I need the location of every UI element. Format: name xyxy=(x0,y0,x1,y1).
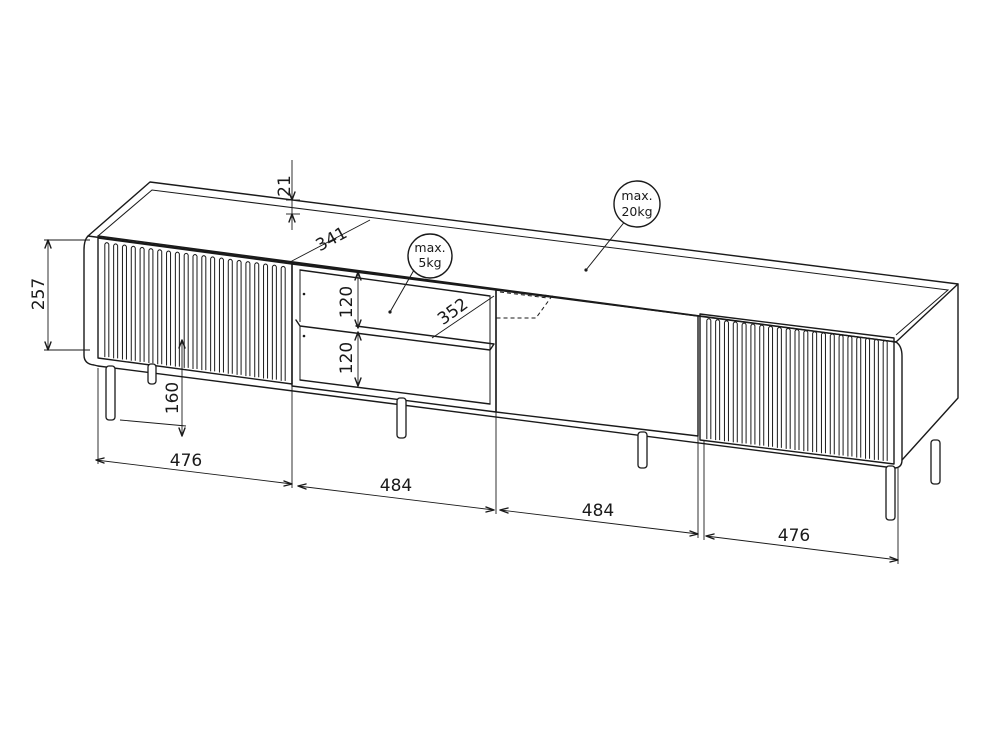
dim-shelf-depth: 352 xyxy=(434,294,472,329)
dim-width-mid-left: 484 xyxy=(380,476,412,496)
door-slat xyxy=(271,264,277,380)
load-callout-top: max. 20kg xyxy=(584,180,661,272)
door-slat xyxy=(148,248,154,364)
right-door-slats xyxy=(706,318,888,461)
door-slat xyxy=(218,257,224,373)
load-callout-shelf: max. 5kg xyxy=(388,233,453,314)
door-slat xyxy=(776,326,782,448)
load-top-line2: 20kg xyxy=(621,204,652,219)
door-slat xyxy=(715,319,721,441)
door-slat xyxy=(873,338,879,460)
flap-open-outline xyxy=(495,289,553,319)
door-slat xyxy=(210,256,216,372)
right-end-panel xyxy=(893,341,903,469)
dimension-labels: 21 341 257 120 120 352 160 476 484 484 4… xyxy=(29,175,810,546)
dim-top-thickness: 21 xyxy=(275,175,295,197)
front-top-edge xyxy=(97,235,897,343)
dim-width-left: 476 xyxy=(170,451,202,471)
door-slat xyxy=(166,250,172,366)
door-slat xyxy=(768,325,774,447)
door-slat xyxy=(723,320,729,442)
dimension-lines xyxy=(44,160,899,564)
door-slat xyxy=(130,245,136,361)
leg-middle-back xyxy=(396,397,407,439)
door-slat xyxy=(157,249,163,365)
legs xyxy=(105,363,941,521)
door-slat xyxy=(741,322,747,444)
door-slat xyxy=(785,327,791,449)
shelf-board xyxy=(295,319,495,351)
leg-middle-front xyxy=(637,431,648,469)
open-shelf-compartment xyxy=(291,263,497,413)
leg-back-left xyxy=(147,363,157,385)
door-slat xyxy=(882,339,888,461)
door-slat xyxy=(201,255,207,371)
door-slat xyxy=(706,318,712,440)
dim-width-right: 476 xyxy=(778,526,810,546)
dim-leg-height: 160 xyxy=(163,382,183,414)
leg-front-left xyxy=(105,365,116,421)
top-slab-inner-edge xyxy=(97,189,950,336)
door-slat xyxy=(245,261,251,377)
door-slat xyxy=(263,263,269,379)
door-slat xyxy=(227,258,233,374)
door-slat xyxy=(847,335,853,457)
door-slat xyxy=(183,252,189,368)
door-slat xyxy=(820,332,826,454)
door-slat xyxy=(794,329,800,450)
door-slat xyxy=(803,330,809,452)
left-fluted-door xyxy=(97,237,293,385)
door-slat xyxy=(139,246,145,362)
load-shelf-line1: max. xyxy=(414,240,445,255)
right-end-back xyxy=(901,283,959,461)
door-slat xyxy=(732,321,738,443)
dim-width-mid-right: 484 xyxy=(582,501,614,521)
dim-shelf-lower: 120 xyxy=(337,342,357,374)
door-slat xyxy=(236,259,242,375)
left-end-panel xyxy=(83,235,99,367)
flap-door xyxy=(495,289,699,437)
load-shelf-line2: 5kg xyxy=(418,255,441,270)
door-slat xyxy=(104,242,110,358)
top-slab xyxy=(87,181,959,343)
door-slat xyxy=(829,333,835,455)
door-slat xyxy=(856,336,862,458)
door-slat xyxy=(113,243,119,359)
door-slat xyxy=(865,337,871,459)
dim-depth-top: 341 xyxy=(313,223,351,256)
leg-back-right xyxy=(930,439,941,485)
door-slat xyxy=(759,324,765,446)
right-fluted-door xyxy=(699,313,895,465)
door-slat xyxy=(192,254,198,369)
leg-front-right xyxy=(885,465,896,521)
left-door-slats xyxy=(104,242,286,381)
door-slat xyxy=(838,334,844,456)
door-slat xyxy=(750,323,756,445)
door-slat xyxy=(121,244,127,360)
door-slat xyxy=(280,265,286,381)
load-top-line1: max. xyxy=(621,188,652,203)
dim-height-door: 257 xyxy=(29,278,49,310)
door-slat xyxy=(174,251,180,367)
door-slat xyxy=(254,262,260,378)
dim-shelf-upper: 120 xyxy=(337,286,357,318)
door-slat xyxy=(812,331,818,453)
